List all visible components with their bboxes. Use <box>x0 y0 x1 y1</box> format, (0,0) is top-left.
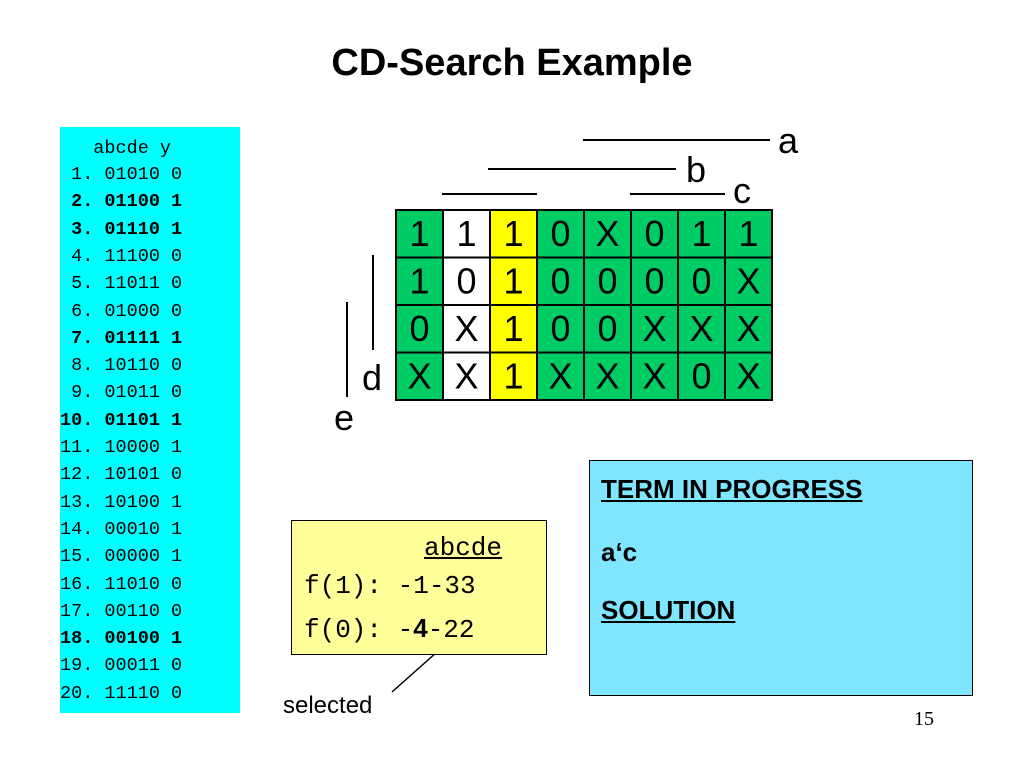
var-a-label: a <box>778 120 799 161</box>
kmap-cell-value: 0 <box>597 260 617 301</box>
kmap-cell <box>583 304 632 354</box>
kmap-cell-value: 1 <box>691 213 711 254</box>
truth-table: abcde y 1. 01010 0 2. 01100 1 3. 01110 1… <box>60 127 240 713</box>
truth-table-row: 10. 01101 1 <box>60 409 183 431</box>
kmap-cell-value: X <box>595 355 619 396</box>
f0-prefix: - <box>397 615 414 645</box>
kmap-cell <box>536 351 585 401</box>
kmap-cell-value: 0 <box>550 213 570 254</box>
kmap-cell-value: X <box>454 308 478 349</box>
term-heading: TERM IN PROGRESS <box>601 474 863 504</box>
selected-label: selected <box>283 692 373 719</box>
kmap-cell <box>442 351 491 401</box>
truth-table-header: abcde y <box>60 138 172 159</box>
kmap-cell-value: 1 <box>503 355 523 396</box>
kmap-cell-value: 1 <box>738 213 758 254</box>
kmap-cell-value: 1 <box>503 308 523 349</box>
kmap-cell-value: 0 <box>644 260 664 301</box>
f1-line: f(1): -1-33 <box>304 571 476 601</box>
truth-table-row: 15. 00000 1 <box>60 546 183 568</box>
solution-heading: SOLUTION <box>601 595 736 625</box>
kmap-cell <box>724 209 773 259</box>
kmap-cell <box>677 209 726 259</box>
truth-table-row: 3. 01110 1 <box>60 218 183 240</box>
kmap-cell <box>724 304 773 354</box>
kmap-cell-value: 0 <box>691 260 711 301</box>
kmap-cell-value: 0 <box>597 308 617 349</box>
f1-value: -1-33 <box>397 571 476 601</box>
truth-table-row: 1. 01010 0 <box>60 164 183 185</box>
kmap-cell-value: 0 <box>644 213 664 254</box>
truth-table-row: 12. 10101 0 <box>60 464 183 486</box>
kmap-cell <box>630 209 679 259</box>
kmap-cell-value: 1 <box>503 260 523 301</box>
f0-selected-digit: 4 <box>413 613 428 643</box>
truth-table-row: 13. 10100 1 <box>60 491 183 513</box>
f0-suffix: -22 <box>427 615 475 645</box>
truth-table-row: 9. 01011 0 <box>60 382 183 404</box>
kmap-cell-value: X <box>642 308 666 349</box>
kmap-cell <box>677 351 726 401</box>
kmap-cell-value: X <box>736 355 760 396</box>
kmap-cell-value: X <box>736 260 760 301</box>
var-e-label: e <box>334 397 354 438</box>
truth-table-row: 4. 11100 0 <box>60 245 183 267</box>
f-box-header: abcde <box>424 533 503 563</box>
var-b-label: b <box>686 149 706 190</box>
kmap-cell <box>724 351 773 401</box>
term-box: TERM IN PROGRESS a‘c SOLUTION <box>589 460 973 696</box>
var-d-label: d <box>362 357 382 398</box>
kmap-cell-value: 0 <box>456 260 476 301</box>
kmap-cell <box>630 256 679 306</box>
truth-table-row: 2. 01100 1 <box>60 191 183 213</box>
var-c-label: c <box>733 170 751 211</box>
truth-table-row: 6. 01000 0 <box>60 300 183 322</box>
kmap-cell-value: X <box>454 355 478 396</box>
truth-table-row: 18. 00100 1 <box>60 628 183 650</box>
kmap-cell-value: 0 <box>550 260 570 301</box>
f1-label: f(1): <box>304 571 383 601</box>
kmap-cell <box>395 256 444 306</box>
kmap-cell-value: X <box>548 355 572 396</box>
kmap-cell-value: 1 <box>503 213 523 254</box>
truth-table-row: 20. 11110 0 <box>60 682 183 704</box>
truth-table-row: 16. 11010 0 <box>60 573 183 595</box>
kmap-cell <box>583 351 632 401</box>
truth-table-row: 7. 01111 1 <box>60 327 183 349</box>
kmap-cell-value: 0 <box>691 355 711 396</box>
slide-title: CD-Search Example <box>331 42 693 84</box>
kmap-cell-value: 1 <box>409 213 429 254</box>
kmap-cell <box>489 351 538 401</box>
term-value: a‘c <box>601 537 638 567</box>
kmap-cell-value: 0 <box>550 308 570 349</box>
f0-label: f(0): <box>304 615 383 645</box>
kmap-cell-value: 1 <box>409 260 429 301</box>
kmap-cell-value: X <box>595 213 619 254</box>
truth-table-row: 19. 00011 0 <box>60 655 183 677</box>
kmap-cell <box>724 256 773 306</box>
kmap-cell-value: 0 <box>409 308 429 349</box>
kmap-cell <box>395 351 444 401</box>
truth-table-row: 5. 11011 0 <box>60 273 183 295</box>
f-box: abcde f(1): -1-33 f(0): -4-22 <box>291 520 547 655</box>
f0-line: f(0): -4-22 <box>304 613 475 645</box>
kmap-cell-value: X <box>736 308 760 349</box>
kmap-cell-value: 1 <box>456 213 476 254</box>
page-number: 15 <box>914 708 934 730</box>
kmap-cell-value: X <box>407 355 431 396</box>
truth-table-row: 8. 10110 0 <box>60 355 183 377</box>
kmap-cell-value: X <box>642 355 666 396</box>
truth-table-row: 11. 10000 1 <box>60 437 183 458</box>
kmap-cell <box>536 256 585 306</box>
truth-table-row: 17. 00110 0 <box>60 600 183 622</box>
truth-table-row: 14. 00010 1 <box>60 518 183 540</box>
kmap-cell <box>395 209 444 259</box>
kmap-cell-value: X <box>689 308 713 349</box>
